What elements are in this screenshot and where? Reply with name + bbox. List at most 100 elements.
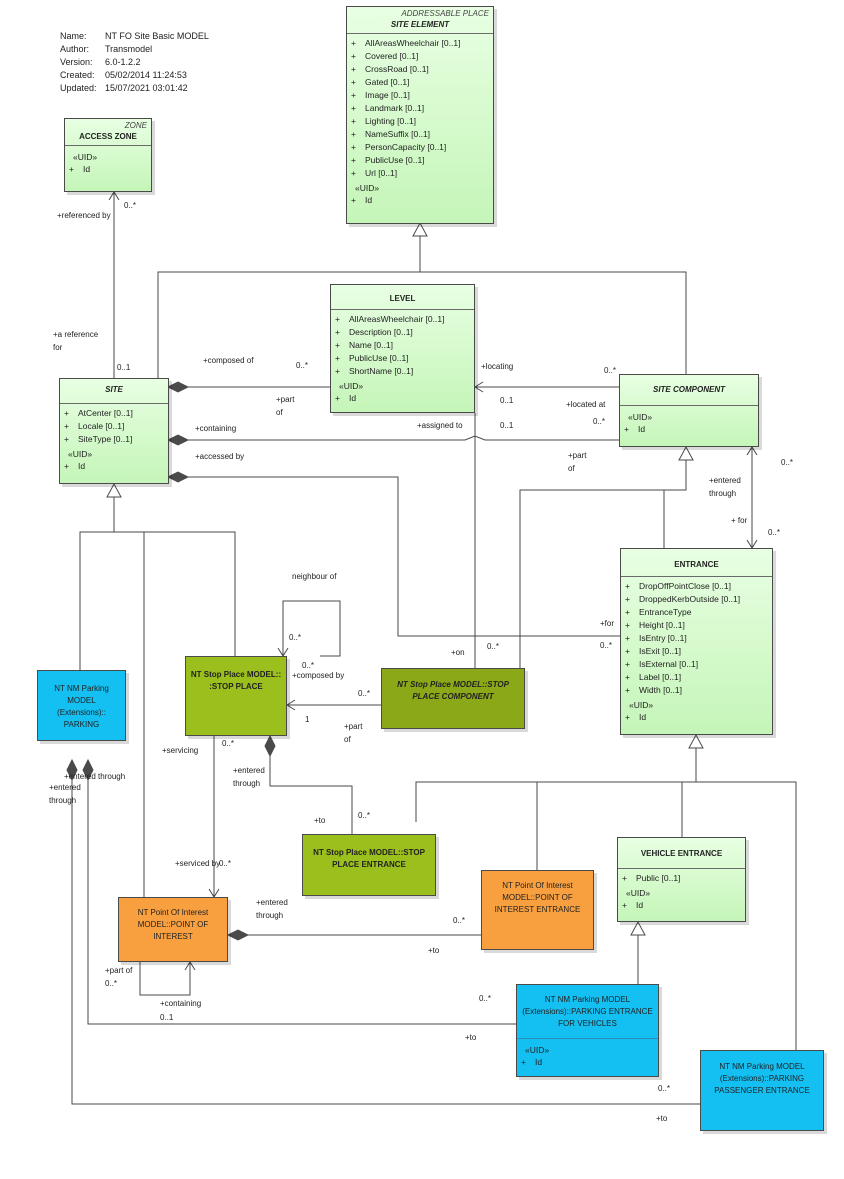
meta-row: Version:6.0-1.2.2	[60, 57, 141, 67]
gen-line-site-element	[157, 271, 687, 378]
role-label: +on	[451, 648, 465, 657]
multiplicity-label: 0..*	[453, 916, 466, 925]
id-attr: +Id	[351, 195, 373, 205]
role-label: +to	[465, 1033, 477, 1042]
class-attribute: +AllAreasWheelchair [0..1]	[351, 38, 461, 48]
uid-label: «UID»	[73, 152, 98, 162]
role-label: +composed of	[203, 356, 254, 365]
multiplicity-label: 0..*	[302, 661, 315, 670]
class-name: VEHICLE ENTRANCE	[640, 849, 723, 858]
class-stop-place-entrance[interactable]: NT Stop Place MODEL::STOP PLACE ENTRANCE	[302, 834, 436, 896]
class-point-of-interest[interactable]: NT Point Of Interest MODEL::POINT OF INT…	[118, 897, 228, 962]
multiplicity-label: 0..*	[658, 1084, 671, 1093]
class-stop-place-component[interactable]: NT Stop Place MODEL::STOP PLACE COMPONEN…	[381, 668, 525, 729]
class-attribute: +NameSuffix [0..1]	[351, 129, 431, 139]
id-attr: +Id	[335, 393, 357, 403]
multiplicity-label: 0..*	[604, 366, 617, 375]
multiplicity-label: 0..*	[487, 642, 500, 651]
multiplicity-label: 0..*	[105, 979, 118, 988]
role-label: +part	[276, 395, 295, 404]
multiplicity-label: 0..*	[600, 641, 613, 650]
role-label: for	[53, 343, 63, 352]
class-attribute: +Height [0..1]	[625, 620, 685, 630]
class-attribute: +PublicUse [0..1]	[335, 353, 409, 363]
multiplicity-label: 0..*	[219, 859, 232, 868]
class-parking[interactable]: NT NM Parking MODEL (Extensions):: PARKI…	[37, 670, 126, 741]
class-attribute: +DroppedKerbOutside [0..1]	[625, 594, 741, 604]
class-poi-entrance[interactable]: NT Point Of Interest MODEL::POINT OF INT…	[481, 870, 594, 950]
class-attribute: +CrossRoad [0..1]	[351, 64, 429, 74]
id-attr: +Id	[622, 900, 644, 910]
multiplicity-label: 0..*	[781, 458, 794, 467]
class-site-component[interactable]: SITE COMPONENT «UID» +Id	[619, 374, 759, 447]
role-label: through	[256, 911, 284, 920]
assoc-parking-passenger-entrance	[71, 780, 700, 1105]
multiplicity-label: 0..1	[500, 396, 514, 405]
class-attribute: +Lighting [0..1]	[351, 116, 417, 126]
multiplicity-label: 0..*	[358, 689, 371, 698]
stereotype: ADDRESSABLE PLACE	[401, 9, 489, 18]
class-name: NT Stop Place MODEL::STOP PLACE ENTRANCE	[313, 848, 425, 869]
class-entrance[interactable]: ENTRANCE +DropOffPointClose [0..1]+Dropp…	[620, 548, 773, 735]
role-label: of	[344, 735, 351, 744]
class-attribute: +PersonCapacity [0..1]	[351, 142, 447, 152]
role-label: +part	[344, 722, 363, 731]
role-label: +referenced by	[57, 211, 111, 220]
multiplicity-label: 1	[305, 715, 310, 724]
role-label: +containing	[160, 999, 202, 1008]
id-attr: +Id	[521, 1057, 543, 1067]
role-label: +part	[568, 451, 587, 460]
class-attribute: +Width [0..1]	[625, 685, 682, 695]
uid-label: «UID»	[355, 183, 380, 193]
role-label: through	[49, 796, 77, 805]
role-label: + for	[731, 516, 748, 525]
uid-label: «UID»	[626, 888, 651, 898]
class-vehicle-entrance[interactable]: VEHICLE ENTRANCE +Public [0..1] «UID» +I…	[617, 837, 746, 922]
class-attribute: +Covered [0..1]	[351, 51, 419, 61]
class-site[interactable]: SITE +AtCenter [0..1]+Locale [0..1]+Site…	[59, 378, 169, 484]
class-level[interactable]: LEVEL +AllAreasWheelchair [0..1]+Descrip…	[330, 284, 475, 413]
class-access-zone[interactable]: ZONE ACCESS ZONE «UID» +Id	[64, 118, 152, 192]
class-attribute: +Name [0..1]	[335, 340, 393, 350]
role-label: neighbour of	[292, 572, 337, 581]
class-attribute: +PublicUse [0..1]	[351, 155, 425, 165]
class-parking-entrance-vehicles[interactable]: NT NM Parking MODEL (Extensions)::PARKIN…	[516, 984, 659, 1077]
gen-arrow-site-element	[412, 221, 428, 237]
class-name: NT Stop Place MODEL:: :STOP PLACE	[190, 670, 282, 691]
class-name: NT NM Parking MODEL (Extensions)::PARKIN…	[714, 1062, 810, 1095]
class-stop-place[interactable]: NT Stop Place MODEL:: :STOP PLACE	[185, 656, 287, 736]
role-label: +containing	[195, 424, 237, 433]
class-attribute: +SiteType [0..1]	[64, 434, 133, 444]
role-label: +accessed by	[195, 452, 245, 461]
class-attribute: +Locale [0..1]	[64, 421, 125, 431]
id-attr: +Id	[624, 424, 646, 434]
multiplicity-label: 0..*	[593, 417, 606, 426]
class-name: ACCESS ZONE	[79, 132, 137, 141]
multiplicity-label: 0..1	[117, 363, 131, 372]
class-attribute: +AtCenter [0..1]	[64, 408, 133, 418]
assoc-parking-vehicle-entrance	[87, 780, 516, 1025]
class-name: ENTRANCE	[674, 560, 719, 569]
id-attr: +Id	[64, 461, 86, 471]
class-attribute: +Public [0..1]	[622, 873, 681, 883]
uid-label: «UID»	[339, 381, 364, 391]
meta-row: Created:05/02/2014 11:24:53	[60, 70, 187, 80]
class-attribute: +ShortName [0..1]	[335, 366, 414, 376]
class-site-element[interactable]: ADDRESSABLE PLACE SITE ELEMENT +AllAreas…	[346, 6, 494, 224]
class-attribute: +IsEntry [0..1]	[625, 633, 687, 643]
class-attribute: +EntranceType	[625, 607, 692, 617]
uid-label: «UID»	[629, 700, 654, 710]
role-label: +entered	[709, 476, 741, 485]
gen-arrow-vehicle-entrance	[630, 920, 646, 936]
class-parking-passenger-entrance[interactable]: NT NM Parking MODEL (Extensions)::PARKIN…	[700, 1050, 824, 1131]
id-attr: +Id	[69, 164, 91, 174]
multiplicity-label: 0..*	[289, 633, 302, 642]
multiplicity-label: 0..*	[358, 811, 371, 820]
class-attribute: +Label [0..1]	[625, 672, 682, 682]
class-name: SITE ELEMENT	[390, 20, 450, 29]
assoc-component-stopcomp	[519, 460, 687, 668]
role-label: +entered	[233, 766, 265, 775]
class-attribute: +Landmark [0..1]	[351, 103, 425, 113]
